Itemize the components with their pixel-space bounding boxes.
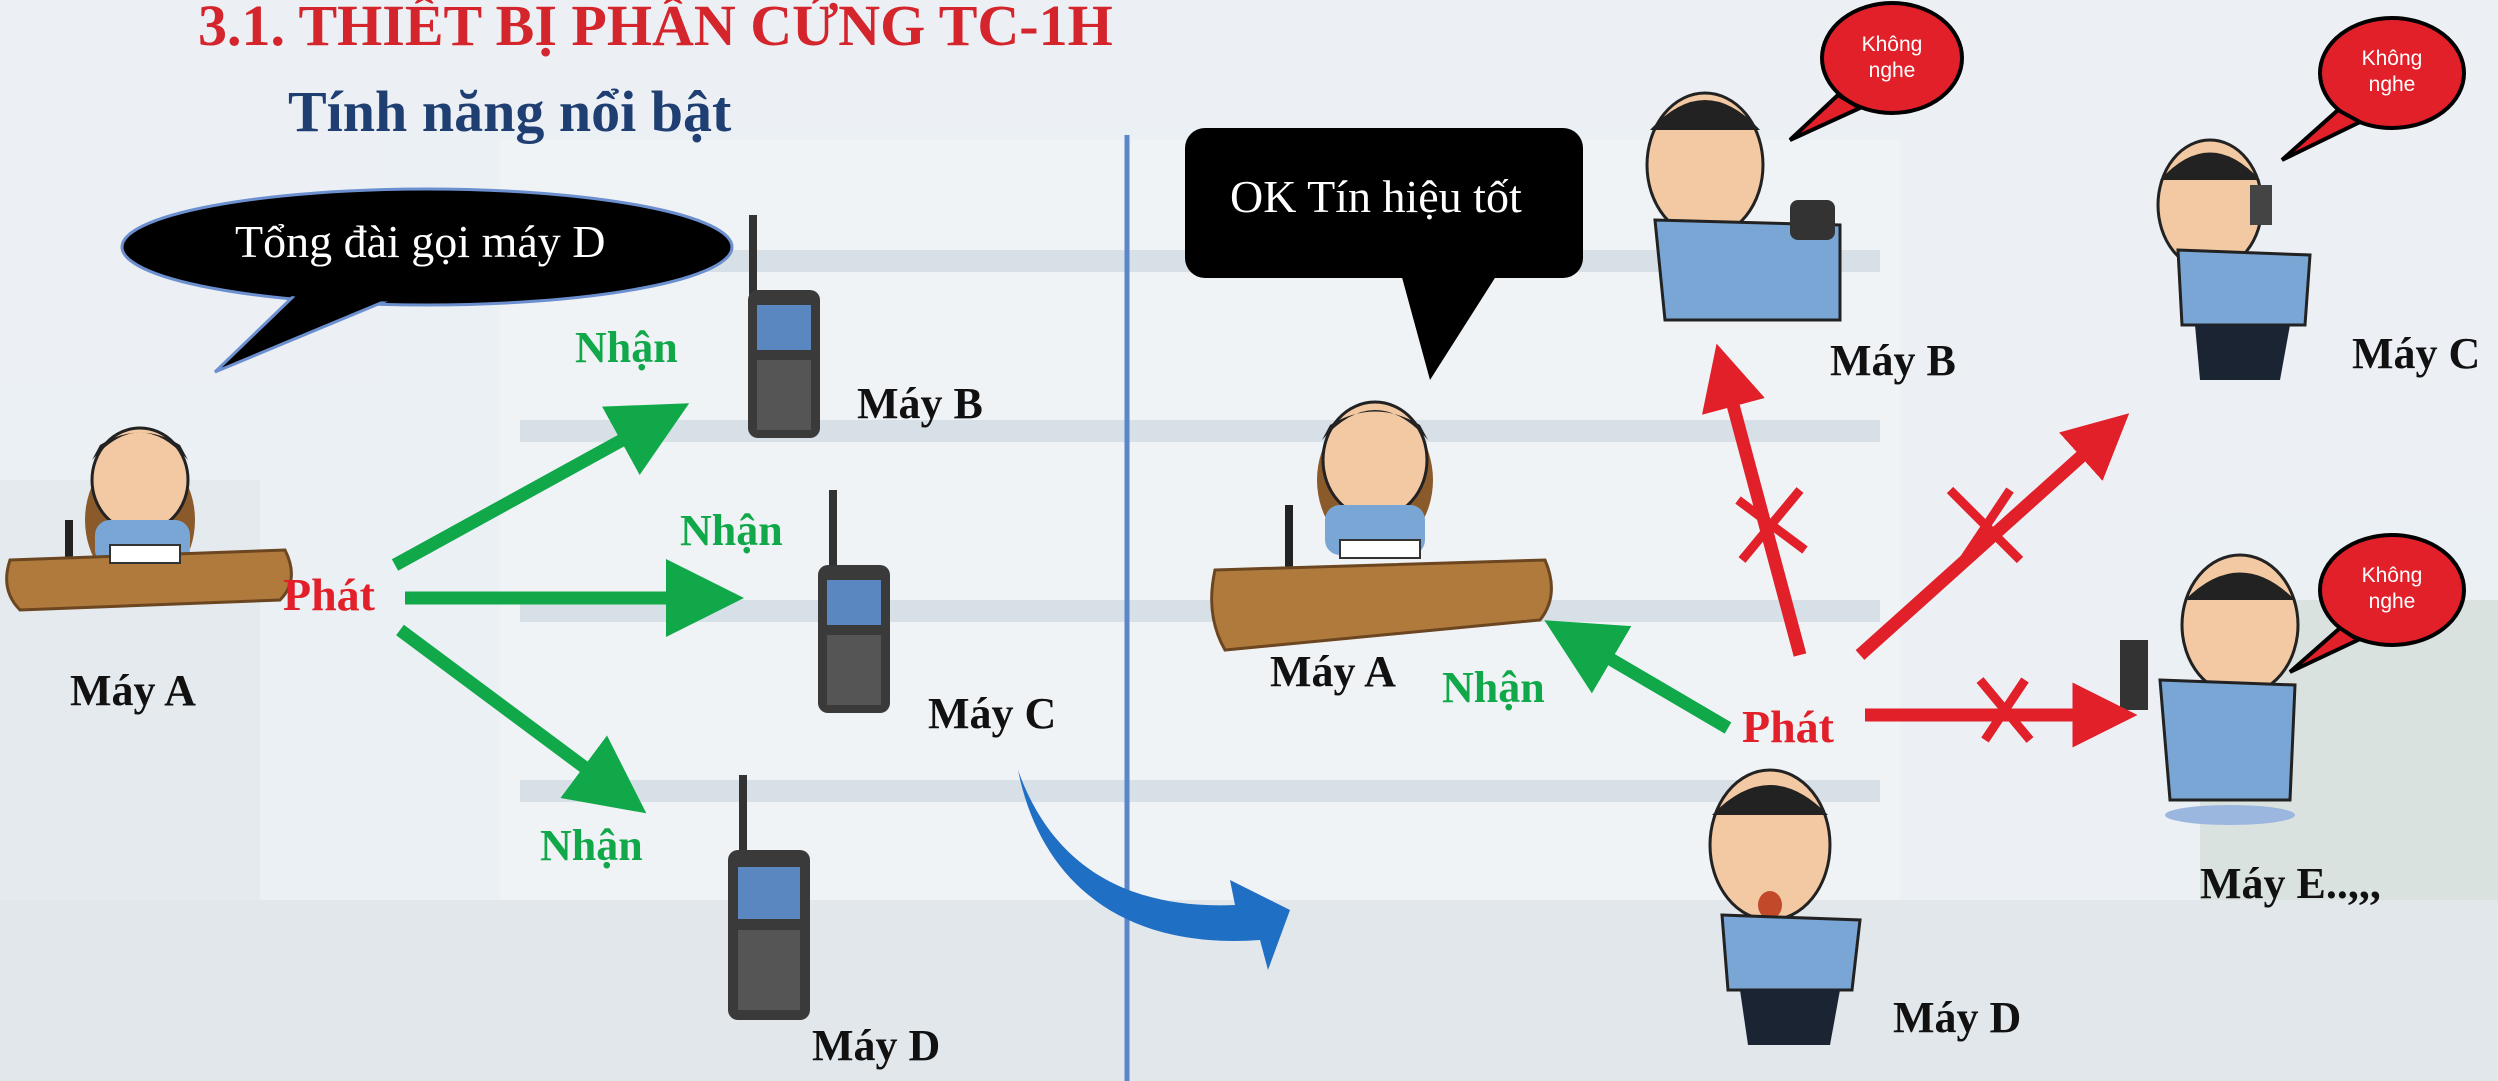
- device-label-d-left: Máy D: [812, 1021, 941, 1070]
- person-b: [1645, 91, 1842, 322]
- speech-bubble-right: [1185, 128, 1583, 380]
- receive-label-right: Nhận: [1442, 663, 1545, 712]
- transition-arrow: [1018, 770, 1290, 970]
- device-label-b-left: Máy B: [857, 379, 983, 428]
- receive-arrow-right: [1544, 620, 1732, 734]
- person-d: [1708, 768, 1862, 1045]
- receive-label-c: Nhận: [680, 506, 783, 555]
- device-label-b-right: Máy B: [1830, 336, 1956, 385]
- receive-label-b: Nhận: [575, 323, 678, 372]
- no-hear-bubble-b: [1788, 1, 1964, 142]
- person-e: [2120, 553, 2300, 825]
- radio-d: [728, 775, 810, 1020]
- device-label-d-right: Máy D: [1893, 993, 2022, 1042]
- speech-text-right: OK Tín hiệu tốt: [1230, 171, 1522, 222]
- no-hear-bubble-c: [2280, 16, 2466, 162]
- operator-figure-left: [5, 426, 293, 612]
- slide-title: 3.1. THIẾT BỊ PHẦN CỨNG TC-1H: [198, 0, 1113, 58]
- device-label-a-left: Máy A: [70, 666, 196, 715]
- radio-b: [748, 215, 820, 438]
- no-hear-bubble-e: [2288, 533, 2466, 674]
- slide-subtitle: Tính năng nổi bật: [288, 79, 732, 144]
- no-hear-text-e: Không nghe: [2361, 564, 2423, 613]
- blocked-marks: [1735, 486, 2034, 743]
- receive-label-d: Nhận: [540, 821, 643, 870]
- radio-c: [818, 490, 890, 713]
- device-label-a-right: Máy A: [1270, 647, 1396, 696]
- transmit-label-left: Phát: [283, 569, 375, 620]
- transmit-arrows-left: [391, 403, 744, 814]
- transmit-label-right: Phát: [1742, 701, 1834, 752]
- operator-figure-right: [1210, 400, 1553, 652]
- speech-bubble-left: [120, 187, 734, 374]
- person-c: [2156, 138, 2312, 380]
- speech-text-left: Tổng đài gọi máy D: [235, 216, 606, 267]
- no-hear-text-c: Không nghe: [2361, 47, 2423, 96]
- device-label-c-left: Máy C: [928, 689, 1057, 738]
- no-hear-text-b: Không nghe: [1861, 33, 1923, 82]
- device-label-c-right: Máy C: [2352, 329, 2481, 378]
- device-label-e-right: Máy E..,,,: [2200, 859, 2381, 908]
